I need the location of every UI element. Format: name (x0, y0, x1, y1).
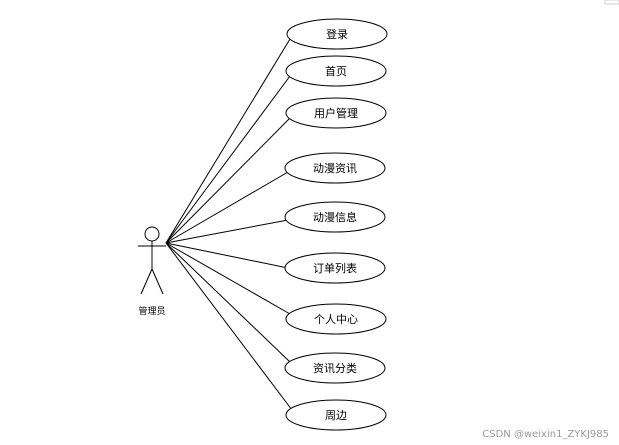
watermark: CSDN @weixin1_ZYKJ985 (482, 429, 609, 440)
usecase-personal-center[interactable]: 个人中心 (285, 303, 387, 335)
usecase-anime-news[interactable]: 动漫资讯 (284, 152, 386, 184)
usecase-label-home: 首页 (325, 64, 347, 78)
usecase-news-category[interactable]: 资讯分类 (284, 352, 386, 384)
actor-admin[interactable] (138, 226, 166, 295)
usecase-anime-info[interactable]: 动漫信息 (284, 201, 386, 233)
association-line-news-category (165, 242, 291, 363)
usecase-login[interactable]: 登录 (286, 18, 388, 50)
association-line-anime-news (165, 171, 289, 244)
association-line-anime-info (165, 219, 289, 244)
usecase-label-user-management: 用户管理 (314, 106, 358, 120)
usecase-label-order-list: 订单列表 (313, 261, 357, 275)
association-line-home (165, 75, 291, 244)
association-line-user-management (165, 117, 291, 244)
usecase-label-login: 登录 (326, 27, 348, 41)
usecase-label-personal-center: 个人中心 (314, 313, 358, 326)
association-line-login (165, 38, 291, 244)
usecase-merchandise[interactable]: 周边 (285, 399, 387, 431)
usecase-label-news-category: 资讯分类 (313, 361, 357, 375)
use-cases: 登录 首页 用户管理 动漫资讯 动漫信息 订单列表 个人中心 资讯分类 (284, 18, 388, 431)
association-line-personal-center (165, 242, 291, 315)
corner-marker (604, 0, 619, 5)
usecase-label-merchandise: 周边 (325, 409, 347, 422)
usecase-home[interactable]: 首页 (285, 55, 387, 87)
usecase-user-management[interactable]: 用户管理 (285, 97, 387, 129)
actor-head (144, 226, 160, 242)
actor-label: 管理员 (138, 305, 165, 317)
actor-left-leg (140, 268, 153, 295)
usecase-order-list[interactable]: 订单列表 (284, 252, 386, 284)
association-line-merchandise (165, 242, 293, 411)
usecase-label-anime-news: 动漫资讯 (313, 161, 357, 175)
usecase-label-anime-info: 动漫信息 (313, 210, 357, 224)
association-line-order-list (165, 242, 289, 269)
actor-right-leg (151, 268, 164, 295)
association-lines (165, 38, 293, 411)
